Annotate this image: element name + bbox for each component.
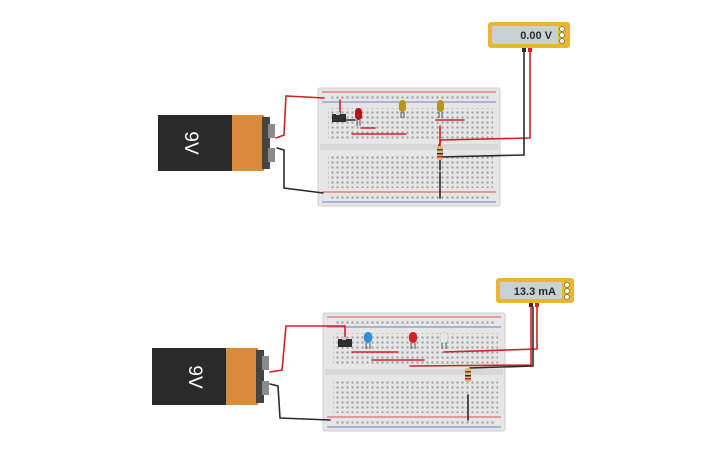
- multimeter-bottom[interactable]: 13.3 mA: [496, 278, 574, 307]
- led-2-bottom[interactable]: [409, 332, 417, 349]
- switch-bottom[interactable]: [338, 337, 352, 347]
- multimeter-top[interactable]: 0.00 V: [488, 22, 570, 52]
- meter-reading: 13.3 mA: [514, 286, 556, 298]
- battery-label: 9V: [180, 131, 201, 155]
- battery-top[interactable]: 9V: [158, 115, 275, 171]
- led-1-top[interactable]: [355, 108, 362, 126]
- resistor-bottom[interactable]: [465, 368, 471, 382]
- battery-label: 9V: [184, 365, 205, 389]
- led-3-bottom[interactable]: [439, 331, 449, 349]
- wires-bottom: [269, 306, 538, 421]
- led-1-bottom[interactable]: [364, 332, 372, 349]
- circuit-bottom: 9V 13.3 mA: [152, 278, 574, 432]
- breadboard-top[interactable]: [317, 87, 501, 207]
- led-2-top[interactable]: [399, 100, 406, 118]
- wires-top: [275, 51, 531, 199]
- circuit-top: 9V 0.00 V: [158, 22, 570, 207]
- resistor-top[interactable]: [437, 146, 443, 160]
- meter-reading: 0.00 V: [520, 30, 552, 42]
- breadboard-bottom[interactable]: [322, 312, 506, 432]
- switch-top[interactable]: [332, 112, 346, 122]
- battery-bottom[interactable]: 9V: [152, 348, 269, 405]
- led-3-top[interactable]: [437, 100, 444, 118]
